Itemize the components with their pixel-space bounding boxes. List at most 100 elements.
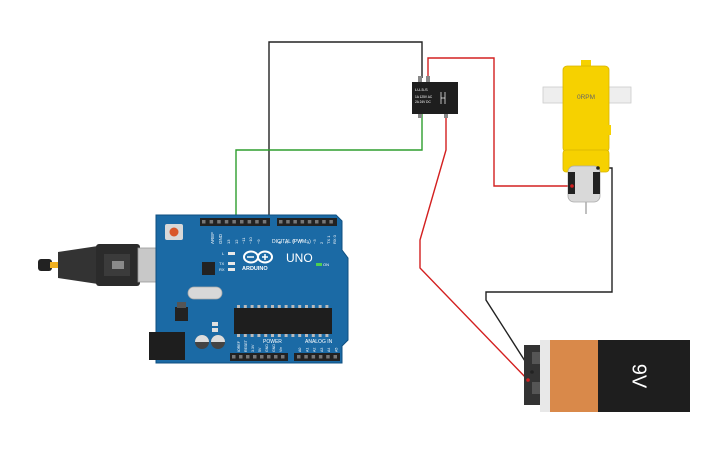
usb-icon [112, 261, 124, 269]
wire-red-relay-battery[interactable] [419, 112, 529, 381]
relay[interactable]: LU-5-S 1A 125V AC 2A 24V DC [412, 76, 458, 118]
power-pin-label: IOREF [237, 340, 241, 352]
pin-label-aref: AREF [210, 232, 215, 244]
wire-black-gnd-relay[interactable] [268, 41, 423, 220]
header-hole[interactable] [315, 220, 319, 224]
power-label: POWER [263, 339, 282, 345]
analog-pin-label: A2 [313, 348, 317, 352]
header-hole[interactable] [232, 355, 236, 359]
header-hole[interactable] [246, 355, 250, 359]
crystal [187, 286, 223, 300]
chip-pin [257, 305, 261, 308]
header-hole[interactable] [239, 355, 243, 359]
header-hole[interactable] [240, 220, 244, 224]
top-pin-label: TX 1 [326, 235, 331, 244]
chip-pin [277, 334, 281, 337]
top-pin-label: 2 [319, 241, 324, 244]
chip-pin [243, 305, 247, 308]
header-hole[interactable] [217, 220, 221, 224]
wire-red-relay-motor[interactable] [427, 57, 572, 187]
chip-pin [284, 305, 288, 308]
header-hole[interactable] [247, 220, 252, 224]
header-hole[interactable] [253, 355, 257, 359]
header-hole[interactable] [329, 220, 333, 224]
chip-pin [237, 305, 240, 308]
header-hole[interactable] [333, 355, 338, 359]
analog-pin-label: A1 [305, 348, 309, 352]
bottom-pin-holes [232, 355, 337, 359]
relay-pin-3 [418, 114, 422, 118]
header-hole[interactable] [311, 355, 316, 359]
chip-pin [271, 305, 274, 308]
power-pin-label: Vin [279, 347, 283, 352]
wire-black-motor-battery[interactable] [485, 167, 613, 373]
top-pin-label: ~3 [312, 239, 317, 244]
header-hole[interactable] [224, 220, 229, 224]
header-hole[interactable] [300, 220, 305, 224]
header-hole[interactable] [281, 355, 285, 359]
header-hole[interactable] [232, 220, 236, 224]
header-hole[interactable] [293, 220, 297, 224]
analog-pin-label: A3 [320, 348, 324, 352]
wire-green-signal[interactable] [235, 112, 423, 220]
header-hole[interactable] [209, 220, 214, 224]
board-model: UNO [286, 251, 313, 265]
header-hole[interactable] [255, 220, 259, 224]
header-hole[interactable] [286, 220, 290, 224]
led-tx [228, 262, 235, 265]
reset-button-cap [169, 227, 179, 237]
header-hole[interactable] [274, 355, 278, 359]
top-pin-label: 13 [226, 239, 231, 244]
chip-pin [298, 334, 302, 337]
header-hole[interactable] [297, 355, 301, 359]
usb-cable[interactable] [38, 244, 169, 286]
power-pin-label: 3.3V [251, 344, 255, 352]
relay-label-model: LU-5-S [415, 87, 428, 92]
top-pin-label: ~11 [241, 237, 246, 244]
chip-pin [264, 305, 268, 308]
motor-terminal-left [568, 172, 575, 194]
board-brand: ARDUINO [242, 266, 268, 272]
battery-9v[interactable]: 9V [524, 340, 690, 412]
header-hole[interactable] [307, 220, 312, 224]
pin-label-gnd: GND [218, 233, 223, 244]
header-hole[interactable] [260, 355, 264, 359]
top-pin-label: 12 [234, 239, 239, 244]
header-hole[interactable] [262, 220, 267, 224]
chip-pin [318, 305, 322, 308]
header-hole[interactable] [322, 220, 326, 224]
chip-pin [250, 305, 254, 308]
header-hole[interactable] [202, 220, 206, 224]
battery-cap [540, 340, 550, 412]
motor-shaft-left [542, 86, 566, 104]
motor-top-lug [581, 60, 591, 68]
capacitor-1-top [195, 335, 209, 342]
header-hole[interactable] [267, 355, 271, 359]
led-rx [228, 268, 235, 271]
dc-motor[interactable]: 0RPM [542, 60, 632, 214]
header-hole[interactable] [318, 355, 323, 359]
header-hole[interactable] [304, 355, 308, 359]
power-pin-label: RESET [244, 339, 248, 352]
battery-pin-red [526, 378, 530, 382]
header-hole[interactable] [326, 355, 330, 359]
relay-coil-icon [440, 92, 446, 104]
chip-pin [250, 334, 254, 337]
header-hole[interactable] [279, 220, 283, 224]
top-pin-label: ~5 [298, 239, 303, 244]
motor-gearbox [562, 65, 610, 153]
usb-cable-tip [50, 262, 60, 268]
chip-pin [311, 305, 315, 308]
top-pin-label: 8 [277, 241, 282, 244]
motor-pin-black [596, 166, 600, 170]
relay-body [412, 82, 458, 114]
led-on [316, 263, 322, 266]
chip-pin [291, 305, 295, 308]
top-pin-label: ~10 [248, 236, 253, 244]
usb-chip [202, 262, 215, 275]
wires [235, 41, 613, 381]
